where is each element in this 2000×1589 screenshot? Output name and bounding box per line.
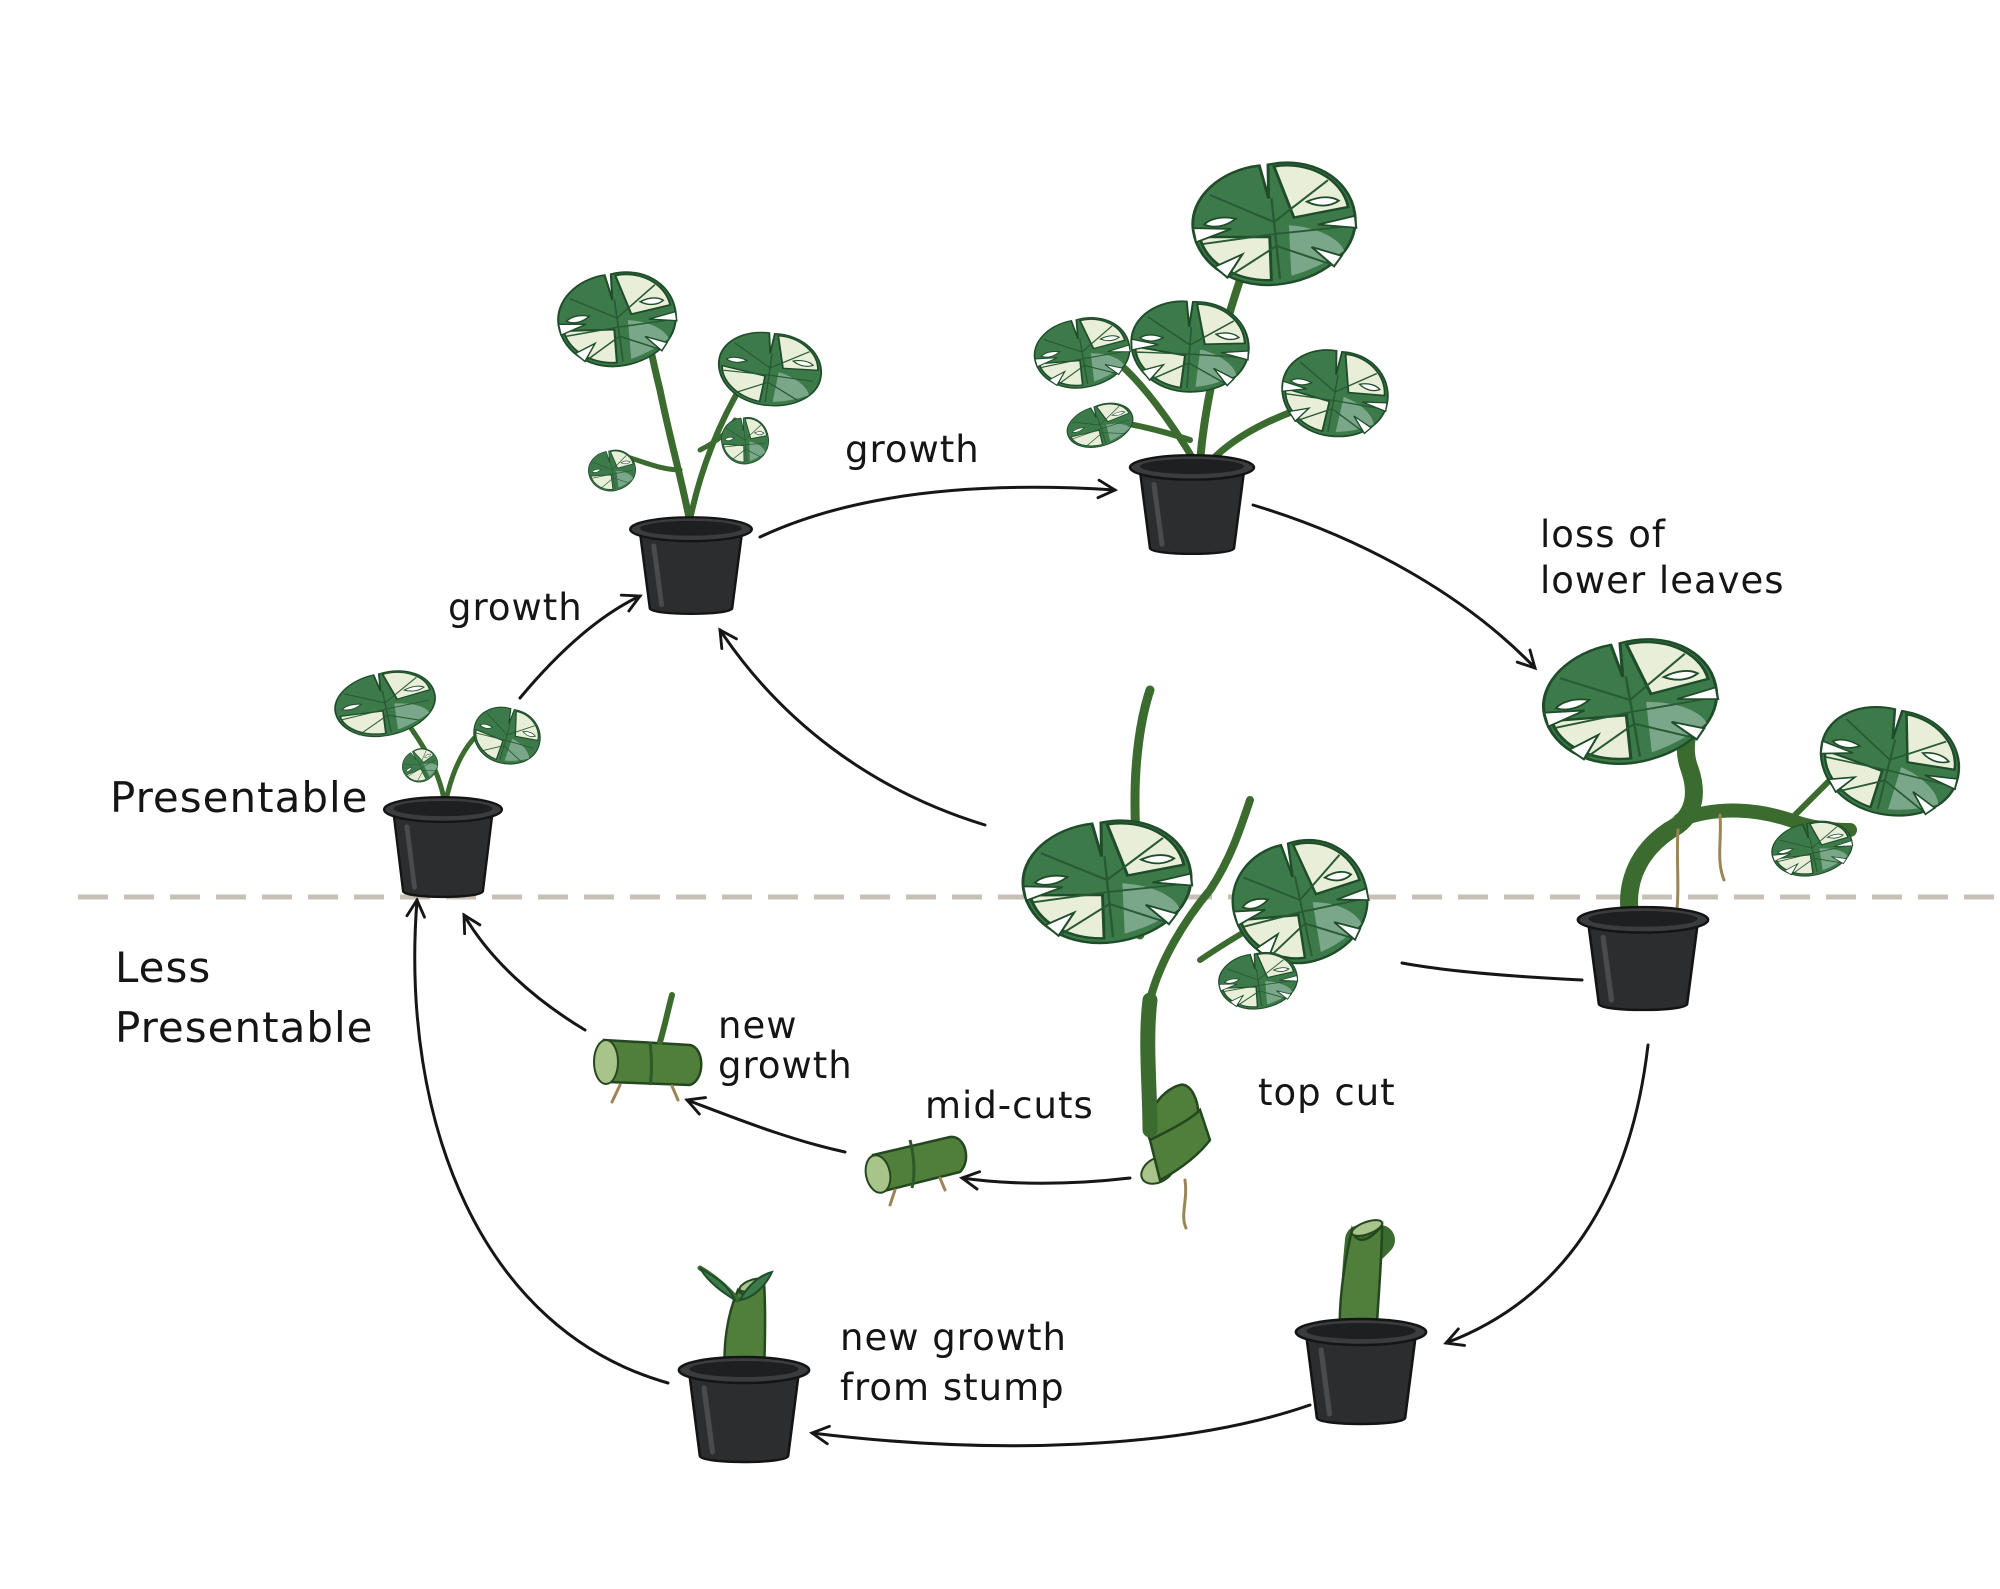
arrow-mature-to-leggy-plant	[1251, 503, 1538, 671]
cutting-with-new-growth-illustration	[593, 992, 703, 1104]
seedling-plant-illustration	[328, 662, 548, 897]
arrow-stump-growth-to-presentable	[405, 896, 670, 1385]
label-less-presentable-line2: Presentable	[115, 1003, 374, 1052]
label-top-cut: top cut	[1258, 1071, 1396, 1114]
arrow-top-cut-to-young-plant	[718, 627, 987, 827]
label-less-presentable-line1: Less	[115, 943, 211, 992]
arrow-leggy-plant-to-top-cut	[1400, 961, 1584, 982]
label-presentable: Presentable	[110, 773, 369, 822]
label-new-growth-line2: growth	[718, 1044, 853, 1087]
label-new-growth-line1: new	[718, 1004, 797, 1047]
arrow-mid-cuts-to-new-growth	[684, 1096, 847, 1154]
mature-plant-illustration	[1029, 156, 1394, 554]
top-cut-illustration	[1017, 685, 1378, 1230]
young-plant-illustration	[553, 266, 827, 614]
arrow-young-to-mature-plant	[758, 478, 1119, 539]
stump-plant-illustration	[1296, 1219, 1426, 1424]
label-stump-growth-line2: from stump	[840, 1366, 1065, 1409]
mid-cut-stem-piece-illustration	[864, 1135, 968, 1207]
arrow-stump-to-new-stump-growth	[808, 1403, 1312, 1448]
label-stump-growth-line1: new growth	[840, 1316, 1067, 1359]
stump-with-new-growth-illustration	[679, 1265, 809, 1462]
label-growth-left: growth	[448, 586, 583, 629]
leggy-plant-illustration	[1534, 628, 1970, 1010]
label-loss-line2: lower leaves	[1540, 559, 1785, 602]
arrow-new-growth-to-presentable	[462, 912, 587, 1032]
label-growth-top: growth	[845, 428, 980, 471]
arrow-top-cut-to-mid-cuts	[958, 1170, 1132, 1191]
label-mid-cuts: mid-cuts	[925, 1084, 1094, 1127]
arrow-seedling-to-young-plant	[518, 593, 643, 700]
arrow-leggy-plant-to-stump	[1443, 1043, 1650, 1347]
label-loss-line1: loss of	[1540, 513, 1666, 556]
